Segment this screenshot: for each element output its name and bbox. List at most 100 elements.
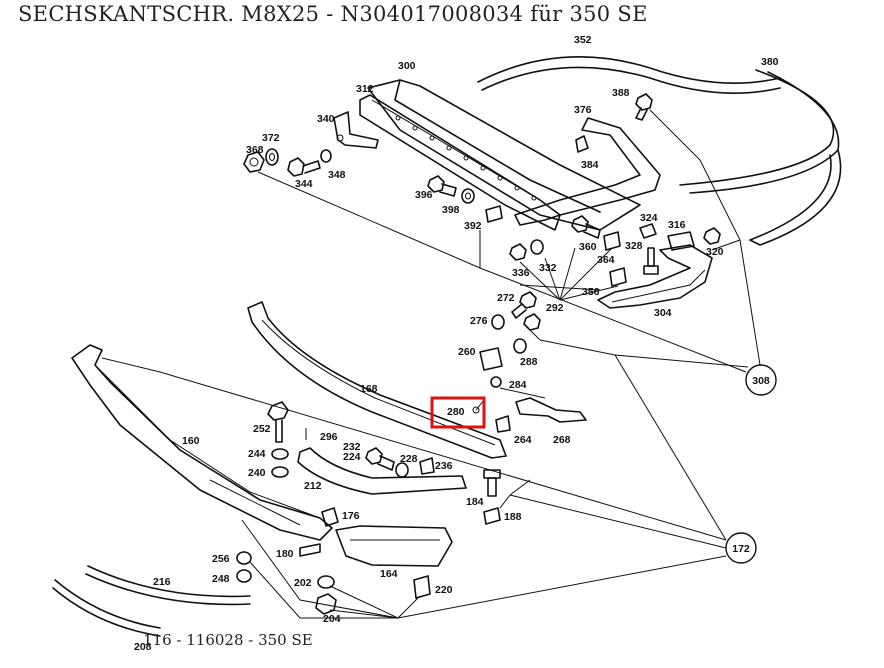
- part-label-372: 372: [262, 132, 280, 144]
- part-label-388: 388: [612, 87, 630, 99]
- carrier-312: [359, 94, 561, 231]
- washer-288: [513, 338, 527, 354]
- clip-220: [413, 575, 431, 599]
- clip-284: [490, 376, 502, 388]
- part-label-224: 224: [343, 451, 361, 463]
- part-label-280: 280: [447, 406, 465, 418]
- nut-320: [703, 227, 721, 245]
- part-label-336: 336: [512, 267, 530, 279]
- part-label-352: 352: [574, 34, 592, 46]
- part-label-300: 300: [398, 60, 416, 72]
- bolt-184: [483, 469, 501, 497]
- part-label-296: 296: [320, 431, 338, 443]
- part-label-272: 272: [497, 292, 515, 304]
- part-label-364: 364: [597, 254, 615, 266]
- clip-384: [575, 135, 589, 153]
- bolt-396: [427, 175, 457, 197]
- part-label-392: 392: [464, 220, 482, 232]
- part-label-348: 348: [328, 169, 346, 181]
- part-label-340: 340: [317, 113, 335, 125]
- part-label-252: 252: [253, 423, 271, 435]
- part-label-368: 368: [246, 144, 264, 156]
- bolt-252: [267, 401, 289, 443]
- part-label-168: 168: [360, 383, 378, 395]
- leader-lines-upper: [257, 109, 761, 373]
- strip-212: [297, 447, 467, 495]
- part-label-268: 268: [553, 434, 571, 446]
- clip-356: [609, 267, 627, 287]
- washer-372: [265, 148, 279, 166]
- part-label-256: 256: [212, 553, 230, 565]
- reference-circle-172: 172: [725, 532, 757, 564]
- part-label-344: 344: [295, 178, 313, 190]
- bracket-316: [667, 231, 695, 251]
- hex-nut-368: [243, 151, 265, 173]
- part-label-356: 356: [582, 286, 600, 298]
- part-label-360: 360: [579, 241, 597, 253]
- diagram-caption: 116 - 116028 - 350 SE: [143, 631, 313, 649]
- part-label-188: 188: [504, 511, 522, 523]
- part-label-216: 216: [153, 576, 171, 588]
- part-label-292: 292: [546, 302, 564, 314]
- nut-336: [509, 243, 527, 261]
- part-label-160: 160: [182, 435, 200, 447]
- part-label-228: 228: [400, 453, 418, 465]
- corner-piece-164: [335, 525, 453, 567]
- part-label-316: 316: [668, 219, 686, 231]
- part-label-180: 180: [276, 548, 294, 560]
- washer-332: [530, 239, 544, 255]
- part-label-212: 212: [304, 480, 322, 492]
- bolt-360: [571, 215, 601, 239]
- part-label-288: 288: [520, 356, 538, 368]
- part-label-176: 176: [342, 510, 360, 522]
- part-label-384: 384: [581, 159, 599, 171]
- part-label-284: 284: [509, 379, 527, 391]
- part-label-312: 312: [356, 83, 374, 95]
- clip-324: [639, 223, 657, 239]
- clip-188: [483, 507, 501, 525]
- reference-label-172: 172: [732, 543, 750, 555]
- washer-348: [320, 149, 332, 163]
- washer-240: [271, 466, 289, 478]
- clip-364: [603, 231, 621, 251]
- part-label-232: 232: [343, 441, 361, 453]
- bolt-180: [299, 543, 321, 557]
- part-label-324: 324: [640, 212, 658, 224]
- highlighted-part-280[interactable]: [430, 396, 486, 429]
- part-label-208: 208: [134, 641, 152, 653]
- part-labels: 300 312 352 380 340 372 368 344 348 388 …: [134, 34, 779, 653]
- bolt-328: [643, 247, 659, 275]
- part-label-260: 260: [458, 346, 476, 358]
- bracket-176: [321, 507, 339, 527]
- leader-lines-lower: [101, 284, 749, 619]
- washer-202: [317, 575, 335, 589]
- washer-276: [491, 314, 505, 330]
- strip-216: [85, 565, 251, 606]
- part-label-398: 398: [442, 204, 460, 216]
- trim-strip-352: [477, 56, 781, 94]
- bracket-340: [333, 111, 379, 149]
- bolt-272: [511, 291, 537, 319]
- clip-236: [419, 457, 435, 475]
- washer-228: [395, 462, 409, 478]
- part-label-204: 204: [323, 613, 341, 625]
- washer-248: [236, 569, 252, 583]
- part-label-184: 184: [466, 496, 484, 508]
- bolt-388: [635, 93, 653, 121]
- part-label-220: 220: [435, 584, 453, 596]
- reference-circle-308: 308: [745, 364, 777, 396]
- part-label-276: 276: [470, 315, 488, 327]
- washer-398: [461, 188, 475, 204]
- page-title: SECHSKANTSCHR. M8X25 - N304017008034 für…: [18, 2, 648, 26]
- clip-264: [495, 415, 511, 433]
- part-label-244: 244: [248, 448, 266, 460]
- clip-392: [485, 205, 503, 223]
- part-label-236: 236: [435, 460, 453, 472]
- corner-piece-304: [597, 244, 713, 309]
- bracket-268: [515, 397, 587, 423]
- part-label-320: 320: [706, 246, 724, 258]
- part-label-396: 396: [415, 189, 433, 201]
- washer-256: [236, 551, 252, 565]
- part-label-240: 240: [248, 467, 266, 479]
